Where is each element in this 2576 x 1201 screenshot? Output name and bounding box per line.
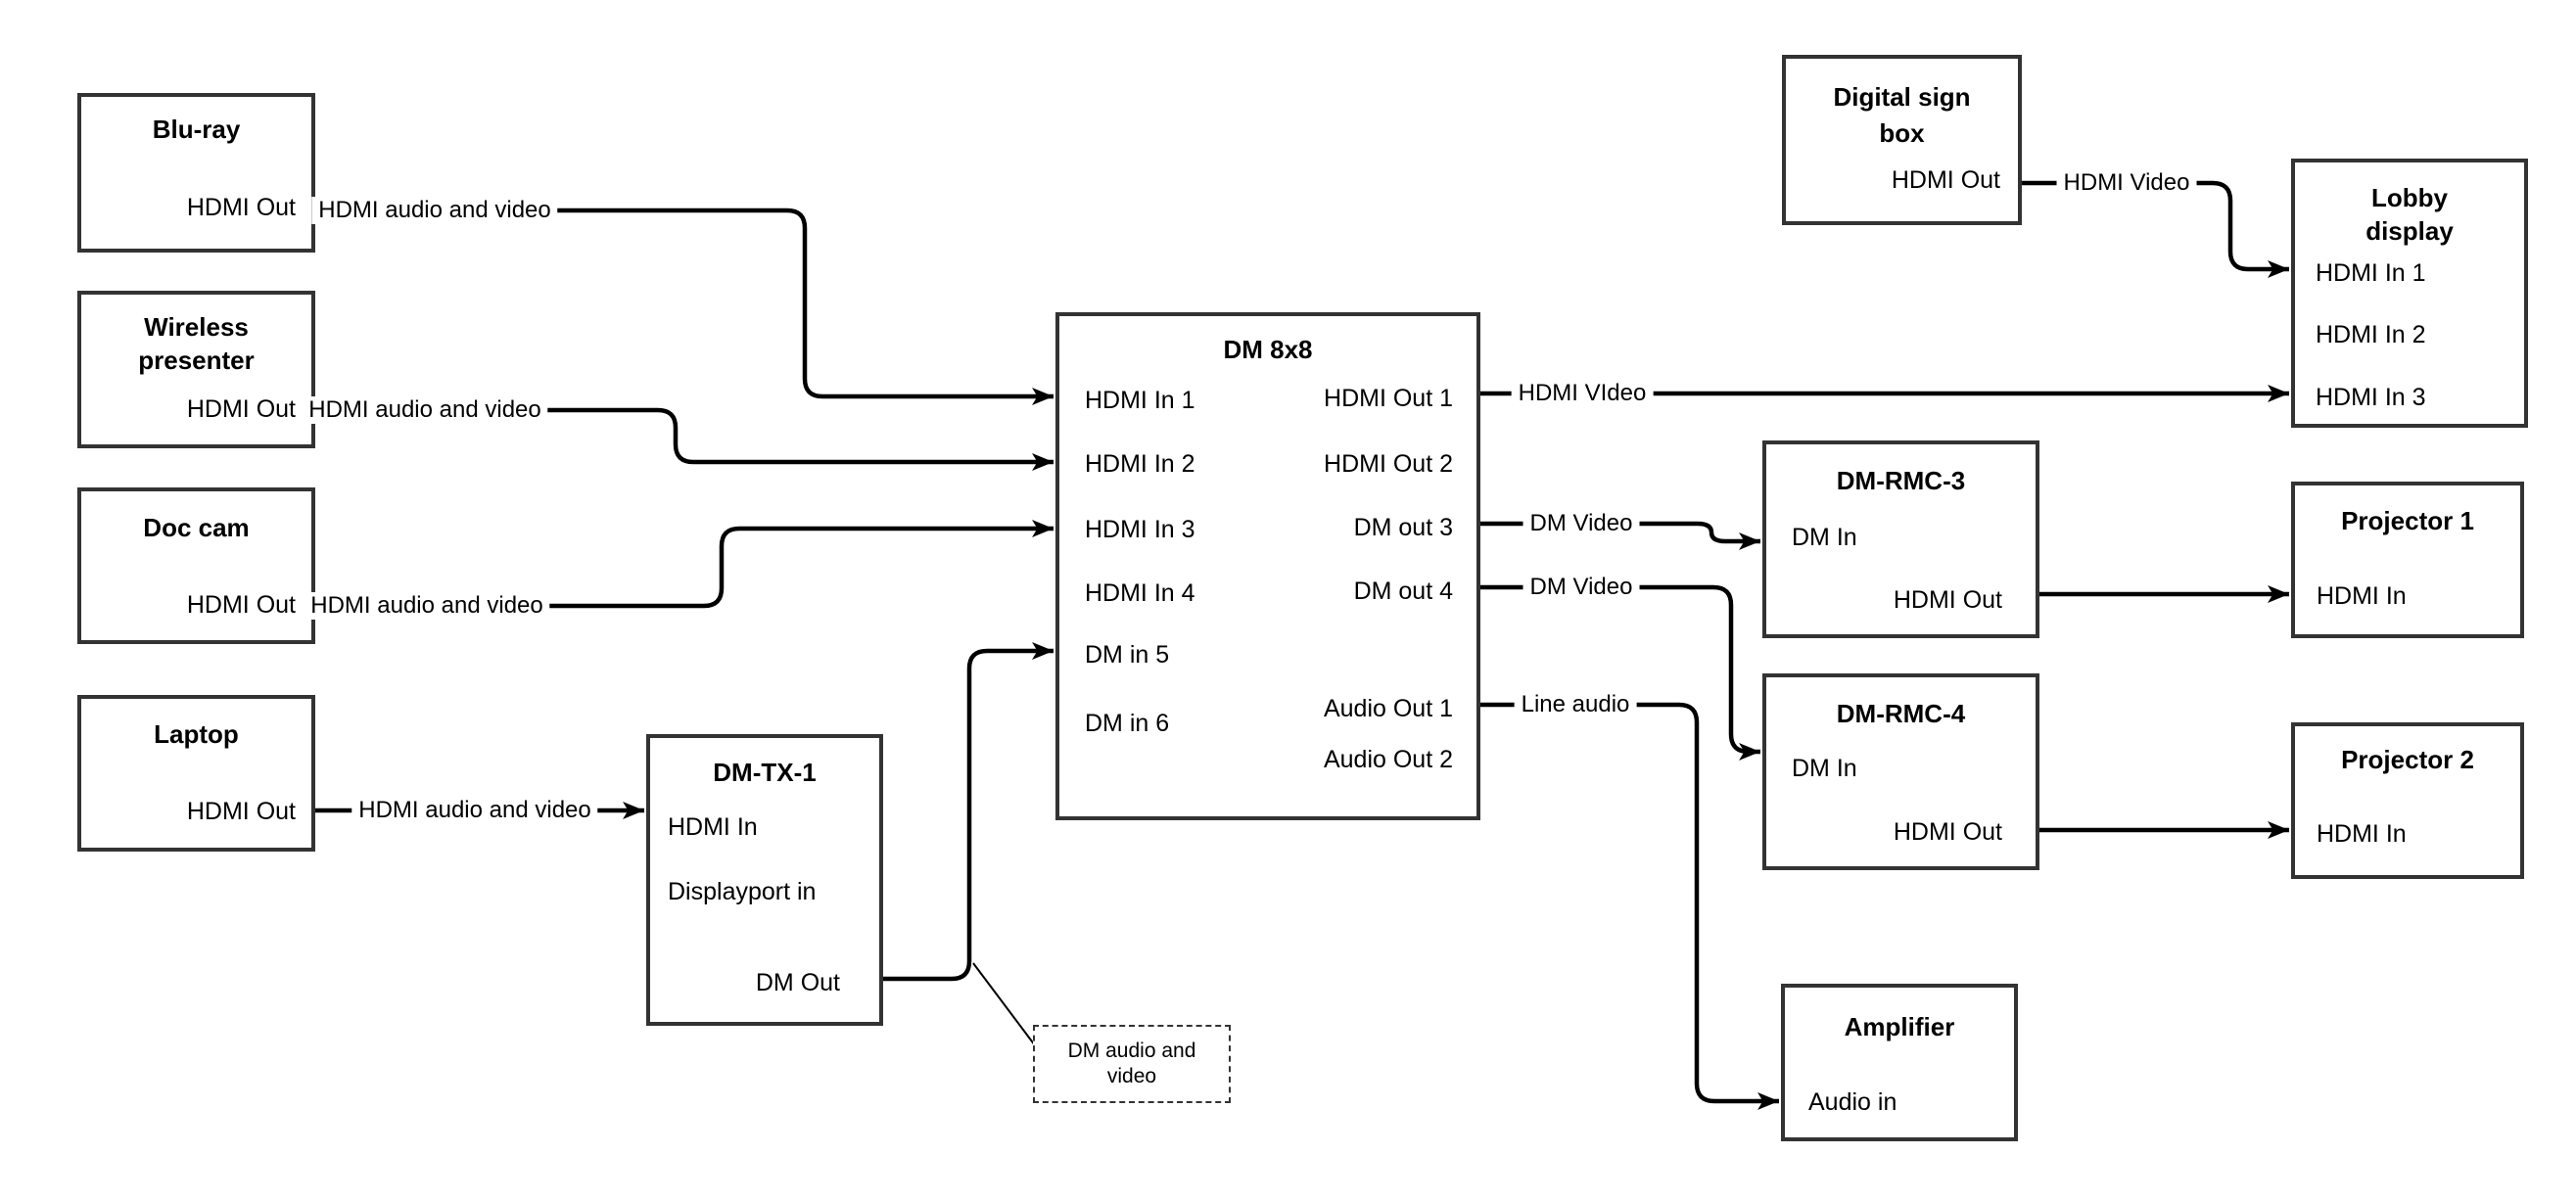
- node-digital-sign-box[interactable]: Digital sign box HDMI Out: [1782, 55, 2022, 225]
- node-title: DM-RMC-4: [1836, 699, 1966, 728]
- wire-dm8x8-audio1-to-amplifier: [1480, 702, 1779, 1110]
- node-projector-1[interactable]: Projector 1 HDMI In: [2291, 482, 2524, 638]
- port-dm8x8-hdmi-in-3: HDMI In 3: [1085, 516, 1195, 543]
- port-dm8x8-hdmi-out-2: HDMI Out 2: [1324, 450, 1453, 478]
- edge-label-dm-out3[interactable]: DM Video: [1522, 510, 1640, 537]
- port-digitalsign-hdmi-out: HDMI Out: [1891, 166, 2000, 194]
- node-title: DM-TX-1: [713, 758, 817, 787]
- node-projector-2[interactable]: Projector 2 HDMI In: [2291, 722, 2524, 879]
- edge-label-doccam[interactable]: HDMI audio and video: [304, 592, 550, 620]
- port-dm8x8-dm-in-5: DM in 5: [1085, 641, 1170, 669]
- wire-dm8x8-out4-to-dmrmc4: [1480, 584, 1760, 761]
- port-dm8x8-audio-out-1: Audio Out 1: [1323, 695, 1453, 722]
- port-lobby-hdmi-in-3: HDMI In 3: [2316, 384, 2426, 411]
- port-dm8x8-audio-out-2: Audio Out 2: [1323, 746, 1453, 773]
- port-dm8x8-hdmi-in-1: HDMI In 1: [1085, 387, 1195, 414]
- wire-dmtx1-to-dm8x8-dmin5: [883, 642, 1054, 982]
- node-title: Wireless presenter: [138, 312, 255, 375]
- note-text: DM audio and video: [1067, 1039, 1196, 1087]
- node-title: Lobby display: [2365, 183, 2454, 246]
- node-title: DM-RMC-3: [1836, 466, 1966, 495]
- port-doccam-hdmi-out: HDMI Out: [186, 591, 296, 619]
- edge-label-digitalsign[interactable]: HDMI Video: [2056, 169, 2197, 197]
- port-dmrmc4-hdmi-out: HDMI Out: [1893, 818, 2002, 846]
- edge-label-hdmi-out1[interactable]: HDMI VIdeo: [1511, 380, 1654, 407]
- node-dm-8x8[interactable]: DM 8x8 HDMI In 1 HDMI In 2 HDMI In 3 HDM…: [1055, 312, 1480, 820]
- port-lobby-hdmi-in-2: HDMI In 2: [2316, 321, 2426, 348]
- note-dm-audio-video[interactable]: DM audio and video: [1033, 1025, 1231, 1103]
- node-title: Laptop: [154, 719, 239, 749]
- node-title: DM 8x8: [1223, 335, 1313, 364]
- node-title: Amplifier: [1844, 1012, 1955, 1041]
- port-dm8x8-hdmi-in-4: HDMI In 4: [1085, 579, 1195, 607]
- port-bluray-hdmi-out: HDMI Out: [186, 194, 296, 221]
- node-laptop[interactable]: Laptop HDMI Out: [77, 695, 315, 852]
- node-title: Blu-ray: [152, 115, 241, 144]
- port-dmtx1-dm-out: DM Out: [755, 969, 840, 996]
- node-lobby-display[interactable]: Lobby display HDMI In 1 HDMI In 2 HDMI I…: [2291, 159, 2528, 428]
- edge-label-laptop[interactable]: HDMI audio and video: [351, 797, 598, 824]
- node-dm-rmc-4[interactable]: DM-RMC-4 DM In HDMI Out: [1762, 673, 2039, 870]
- port-lobby-hdmi-in-1: HDMI In 1: [2316, 259, 2426, 287]
- port-dmtx1-displayport-in: Displayport in: [668, 878, 817, 905]
- port-dmrmc3-hdmi-out: HDMI Out: [1893, 586, 2002, 614]
- port-projector1-hdmi-in: HDMI In: [2317, 582, 2407, 610]
- node-title: Projector 2: [2341, 745, 2474, 774]
- node-dm-tx-1[interactable]: DM-TX-1 HDMI In Displayport in DM Out: [646, 734, 883, 1026]
- note-callout-line: [972, 962, 1036, 1046]
- port-dm8x8-hdmi-out-1: HDMI Out 1: [1324, 385, 1453, 412]
- wire-digitalsign-to-lobby-in1: [2022, 180, 2289, 278]
- edge-label-wireless[interactable]: HDMI audio and video: [302, 396, 548, 424]
- node-title: Projector 1: [2341, 506, 2474, 535]
- port-dm8x8-hdmi-in-2: HDMI In 2: [1085, 450, 1195, 478]
- port-dmrmc4-dm-in: DM In: [1792, 755, 1857, 782]
- node-title: Digital sign box: [1833, 82, 1971, 148]
- port-laptop-hdmi-out: HDMI Out: [186, 798, 296, 825]
- edge-label-audio-out1[interactable]: Line audio: [1514, 691, 1637, 718]
- node-wireless-presenter[interactable]: Wireless presenter HDMI Out: [77, 291, 315, 448]
- edge-label-dm-out4[interactable]: DM Video: [1522, 574, 1640, 601]
- port-dm8x8-dm-out-4: DM out 4: [1353, 577, 1453, 605]
- node-bluray[interactable]: Blu-ray HDMI Out: [77, 93, 315, 253]
- port-amplifier-audio-in: Audio in: [1808, 1088, 1897, 1116]
- port-projector2-hdmi-in: HDMI In: [2317, 820, 2407, 848]
- port-dmrmc3-dm-in: DM In: [1792, 524, 1857, 551]
- wire-bluray-to-dm8x8-in1: [315, 208, 1054, 405]
- node-amplifier[interactable]: Amplifier Audio in: [1781, 984, 2018, 1141]
- port-dm8x8-dm-out-3: DM out 3: [1353, 514, 1453, 541]
- port-wireless-hdmi-out: HDMI Out: [186, 395, 296, 423]
- node-dm-rmc-3[interactable]: DM-RMC-3 DM In HDMI Out: [1762, 440, 2039, 638]
- node-title: Doc cam: [143, 513, 250, 542]
- edge-label-bluray[interactable]: HDMI audio and video: [311, 197, 558, 224]
- port-dm8x8-dm-in-6: DM in 6: [1085, 710, 1170, 737]
- wire-doccam-to-dm8x8-in3: [315, 520, 1054, 609]
- port-dmtx1-hdmi-in: HDMI In: [668, 813, 758, 841]
- wire-wireless-to-dm8x8-in2: [315, 407, 1054, 471]
- wire-dm8x8-out3-to-dmrmc3: [1480, 521, 1760, 550]
- node-doc-cam[interactable]: Doc cam HDMI Out: [77, 487, 315, 644]
